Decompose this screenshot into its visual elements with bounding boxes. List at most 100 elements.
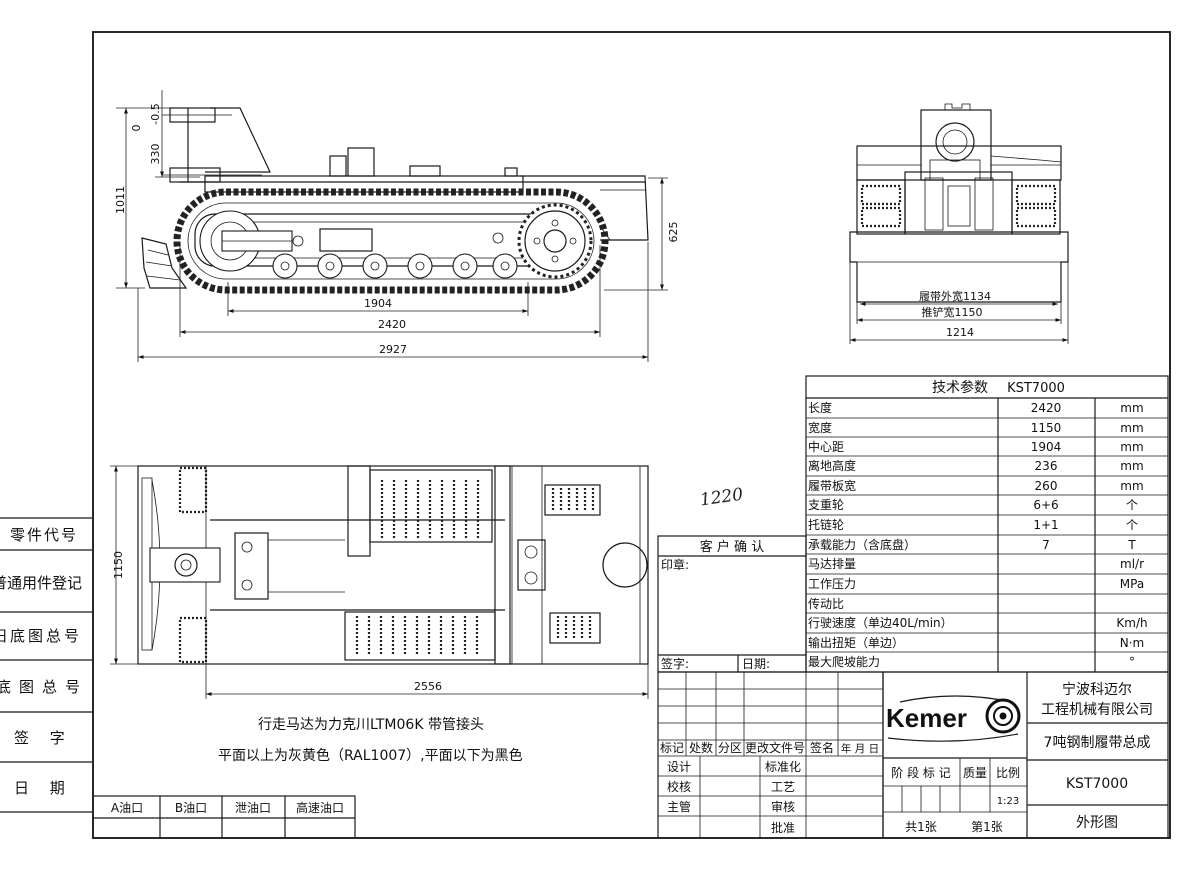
oil-port-high-speed: 高速油口: [296, 800, 344, 815]
push-frame: [162, 107, 271, 183]
dim-overall-length: 2927: [379, 343, 407, 356]
param-value: 1904: [1031, 440, 1062, 454]
track-roller: [317, 253, 343, 279]
dim-overall-height: 1011: [114, 186, 127, 214]
track-roller: [362, 253, 388, 279]
right-track-section: [1011, 179, 1061, 235]
param-label: 长度: [808, 400, 832, 415]
customer-confirm-box: 客 户 确 认 印章: 签字: 日期:: [657, 535, 807, 673]
param-label: 履带板宽: [808, 478, 856, 493]
company-name-line1: 宁波科迈尔: [1062, 681, 1132, 698]
center-frame: [904, 171, 1013, 235]
param-value: 236: [1035, 459, 1058, 473]
strip-base-drawing: 底图总号: [0, 678, 88, 696]
oil-port-a: A油口: [111, 801, 143, 815]
drive-sprocket: [517, 203, 593, 279]
tech-params-model: KST7000: [1007, 381, 1065, 396]
strip-part-code: 零件代号: [10, 526, 78, 544]
track-rollers: [272, 253, 518, 279]
plan-view-dimensions: 1150 2556: [110, 465, 649, 699]
dim-lift-tol-upper: 0: [130, 125, 143, 132]
param-label: 承载能力（含底盘）: [808, 537, 916, 552]
param-label: 工作压力: [808, 577, 856, 591]
track-chain: [173, 188, 609, 294]
dim-overall-width: 1214: [946, 326, 974, 339]
role-process: 工艺: [771, 780, 795, 794]
param-unit: Km/h: [1116, 616, 1147, 630]
track-roller: [492, 253, 518, 279]
idler-wheel: [199, 210, 304, 272]
param-label: 行驶速度（单边40L/min）: [808, 615, 953, 630]
track-top-hatch: [178, 466, 208, 514]
company-name-line2: 工程机械有限公司: [1041, 702, 1153, 718]
param-unit: mm: [1120, 459, 1143, 473]
front-view: 履带外宽1134 推铲宽1150 1214: [849, 103, 1069, 344]
plan-view: 1150 2556: [110, 465, 649, 699]
rev-header-zone: 分区: [718, 741, 742, 755]
ladder-frame-top: [369, 469, 493, 543]
param-unit: mm: [1120, 401, 1143, 415]
param-label: 最大爬坡能力: [808, 655, 880, 669]
upper-body: [856, 145, 1062, 181]
drawing-model: KST7000: [1066, 776, 1128, 792]
scale-label: 比例: [996, 766, 1020, 780]
param-label: 马达排量: [808, 557, 856, 571]
revision-block: 标记 处数 分区 更改文件号 签名 年 月 日 设计 标准化 校核 工艺 主管 …: [657, 671, 884, 839]
param-value: 1+1: [1033, 518, 1058, 532]
param-unit: °: [1129, 655, 1135, 669]
track-roller: [272, 253, 298, 279]
front-view-dimensions: 履带外宽1134 推铲宽1150 1214: [849, 262, 1069, 344]
customer-seal-label: 印章:: [661, 557, 689, 572]
rev-header-date: 年 月 日: [841, 742, 879, 755]
param-value: 1150: [1031, 421, 1062, 435]
track-bottom-hatch: [178, 616, 208, 664]
dim-blade-width: 推铲宽1150: [922, 305, 983, 319]
mass-label: 质量: [963, 766, 987, 780]
side-view-dimensions: 1904 2420 2927 1011 330 0 -0.5 625: [114, 90, 680, 362]
dozer-blade: [141, 237, 188, 289]
dim-rear-height: 625: [667, 222, 680, 243]
param-label: 中心距: [808, 439, 844, 454]
dim-track-outer-width: 履带外宽1134: [919, 289, 991, 303]
role-standardization: 标准化: [765, 760, 801, 774]
product-name: 7吨钢制履带总成: [1044, 735, 1151, 751]
param-value: 6+6: [1033, 498, 1058, 512]
param-unit: 个: [1126, 498, 1138, 512]
param-unit: ml/r: [1120, 557, 1144, 571]
rev-header-count: 处数: [689, 740, 713, 755]
sheets-total: 共1张: [905, 820, 937, 834]
param-unit: mm: [1120, 440, 1143, 454]
sheet-number: 第1张: [971, 820, 1003, 834]
param-value: 7: [1042, 538, 1050, 552]
oil-port-b: B油口: [175, 801, 207, 815]
customer-confirm-title: 客 户 确 认: [700, 539, 764, 555]
param-label: 输出扭矩（单边）: [808, 635, 904, 650]
title-block: Kemer 宁波科迈尔 工程机械有限公司 7吨钢制履带总成 KST7000 外形…: [882, 671, 1169, 839]
strip-date: 日 期: [14, 779, 73, 797]
dim-lift-tol-lower: -0.5: [149, 103, 162, 124]
oil-port-table: A油口 B油口 泄油口 高速油口: [92, 795, 356, 839]
role-approve: 批准: [771, 820, 795, 835]
strip-signature: 签 字: [14, 729, 73, 747]
param-value: 260: [1035, 479, 1058, 493]
logo-text: Kemer: [886, 703, 967, 733]
kemer-logo: Kemer: [886, 695, 1021, 742]
dim-track-length: 2420: [378, 318, 406, 331]
note-paint: 平面以上为灰黄色（RAL1007）,平面以下为黑色: [218, 747, 523, 764]
rev-header-mark: 标记: [660, 741, 684, 755]
role-design: 设计: [667, 760, 691, 774]
handwritten-note: 1220: [699, 485, 745, 511]
drive-hub: [602, 542, 648, 588]
top-housing: [920, 109, 992, 181]
rev-header-change-doc: 更改文件号: [745, 740, 805, 755]
role-check: 校核: [667, 779, 691, 794]
dim-plan-length: 2556: [414, 680, 442, 693]
ladder-frame-bottom: [344, 611, 496, 661]
param-unit: T: [1127, 538, 1136, 552]
rev-header-signature: 签名: [810, 740, 834, 755]
left-track-section: [856, 179, 906, 235]
tech-params-title: 技术参数: [932, 379, 988, 396]
role-review: 审核: [771, 799, 795, 814]
dim-plan-width: 1150: [112, 551, 125, 579]
